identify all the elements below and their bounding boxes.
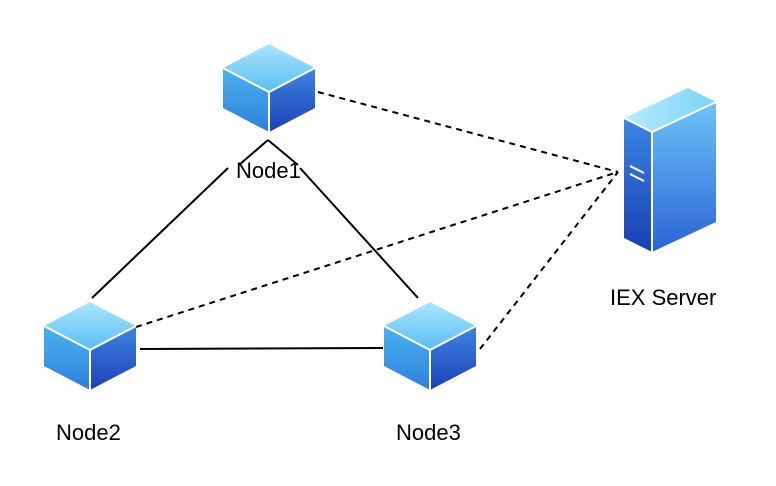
node1-cube-icon[interactable] [222,44,316,132]
link-node1-node2 [91,167,229,299]
server-icon[interactable] [623,88,717,252]
node3-cube-icon[interactable] [383,302,477,390]
link-node1-node1label [238,139,269,166]
node2-label: Node2 [56,420,121,445]
node1-label: Node1 [236,158,301,183]
link-node2-server [135,171,619,328]
node2-cube-icon[interactable] [43,302,137,390]
link-node3-server [479,171,619,350]
link-node1-node1label-right [267,139,299,166]
link-node1-node3 [299,167,419,299]
server-label: IEX Server [610,285,716,310]
link-node1-server [317,91,619,173]
connections [91,139,419,350]
dashed-connections [135,91,619,350]
link-node2-node3 [139,347,384,350]
node3-label: Node3 [396,420,461,445]
